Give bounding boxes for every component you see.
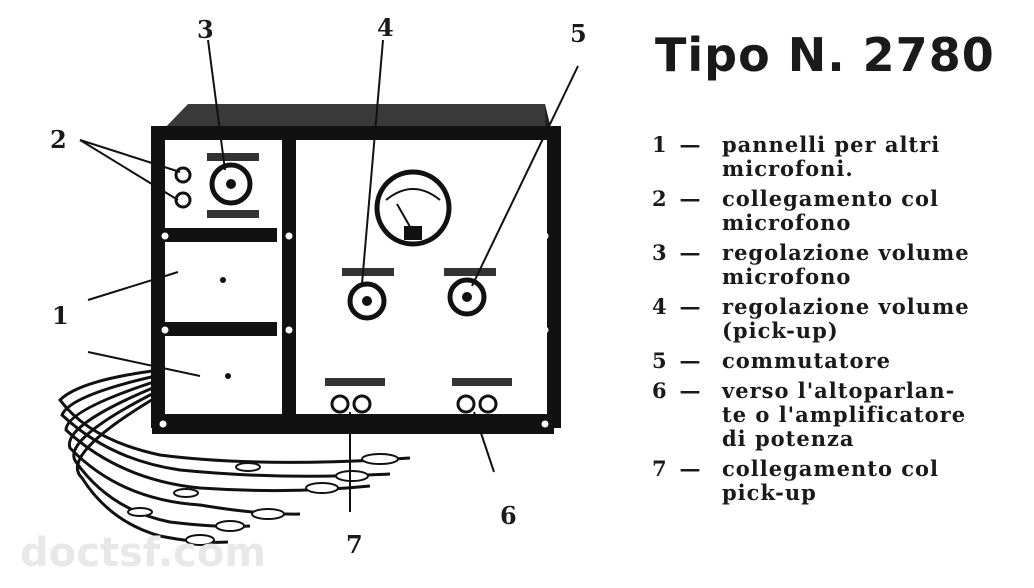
label-7: 7 [346, 530, 363, 559]
leader-lines [79, 39, 579, 512]
panel-dot [220, 277, 226, 283]
screw [159, 420, 167, 428]
nameplate [207, 153, 259, 161]
screw [161, 326, 169, 334]
cable-plugs [127, 453, 399, 546]
label-6: 6 [500, 501, 517, 530]
nameplate [452, 378, 512, 386]
knob-center [226, 179, 236, 189]
label-1: 1 [52, 301, 69, 330]
nameplate [342, 268, 394, 276]
mic-jack [174, 191, 192, 209]
speaker-jack [456, 394, 476, 414]
screw [541, 420, 549, 428]
meter-base [404, 226, 422, 240]
cabinet-top [160, 104, 552, 133]
pickup-jack [352, 394, 372, 414]
panel-separator [165, 228, 277, 242]
nameplate [325, 378, 385, 386]
screw [541, 326, 549, 334]
label-3: 3 [197, 15, 214, 44]
knob-center [462, 292, 472, 302]
cabinet-base [152, 414, 554, 434]
legend-item-5: 5— commutatore [652, 348, 891, 373]
cabinet-divider [282, 140, 296, 420]
panel-separator [165, 322, 277, 336]
screw [285, 326, 293, 334]
knob-center [362, 296, 372, 306]
label-4: 4 [377, 13, 394, 42]
mic-jack [174, 166, 192, 184]
model-title: Tipo N. 2780 [655, 28, 995, 82]
pickup-jack [330, 394, 350, 414]
nameplate [207, 210, 259, 218]
legend-item-6: 6— verso l'altoparlan-te o l'amplificato… [652, 378, 967, 451]
amplifier-illustration: 3 4 5 2 1 6 7 [50, 13, 587, 559]
screw [161, 232, 169, 240]
label-2: 2 [50, 125, 67, 154]
screw [541, 232, 549, 240]
meter-scale [385, 188, 441, 201]
label-5: 5 [570, 19, 587, 48]
meter [374, 169, 452, 247]
nameplate [444, 268, 496, 276]
panel-dot [225, 373, 231, 379]
screw [285, 232, 293, 240]
cable-bundle [58, 368, 411, 544]
speaker-jack [478, 394, 498, 414]
legend-item-4: 4— regolazione volume(pick-up) [652, 294, 970, 343]
watermark: doctsf.com [20, 530, 267, 576]
